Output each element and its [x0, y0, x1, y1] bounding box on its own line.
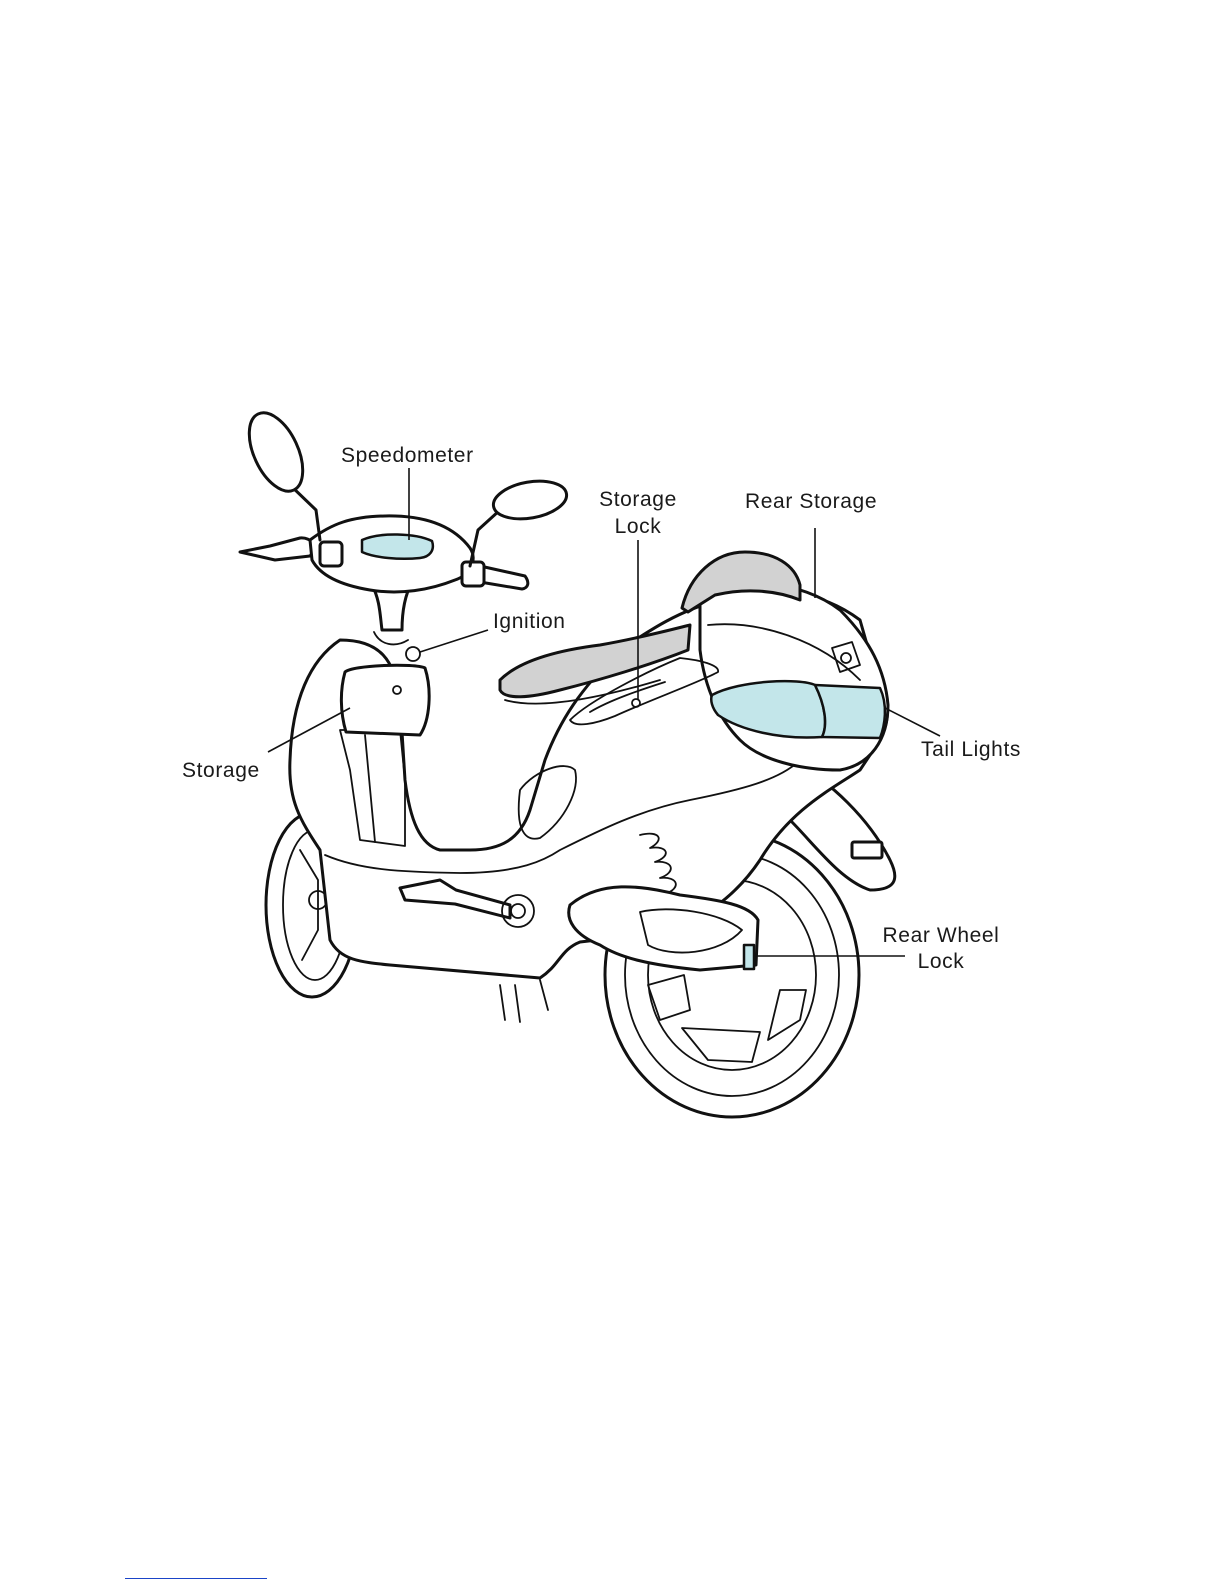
label-rear-wheel-lock-line1: Rear Wheel	[883, 924, 1000, 947]
label-tail-lights: Tail Lights	[921, 738, 1021, 761]
page-bottom-rule	[125, 1578, 267, 1579]
right-switch-pod	[462, 562, 484, 586]
handlebar-right-grip	[480, 566, 528, 589]
rear-wheel-lock	[744, 945, 754, 969]
label-rear-wheel-lock-line2: Lock	[918, 950, 965, 973]
label-ignition: Ignition	[493, 610, 566, 633]
mirror-left	[238, 405, 313, 500]
label-speedometer: Speedometer	[341, 444, 474, 467]
handlebar-left-grip	[240, 538, 314, 560]
front-storage-compartment	[341, 665, 429, 735]
ignition-switch	[406, 647, 420, 661]
speedometer-display	[362, 534, 433, 558]
label-storage-lock-line2: Lock	[615, 515, 662, 538]
ignition-leader	[420, 630, 488, 652]
mirror-right	[490, 476, 569, 524]
license-light	[852, 842, 882, 858]
label-storage: Storage	[182, 759, 260, 782]
label-storage-lock-line1: Storage	[599, 488, 677, 511]
label-rear-storage: Rear Storage	[745, 490, 877, 513]
left-switch-pod	[320, 542, 342, 566]
mirror-left-stem	[290, 485, 320, 540]
kickstand	[500, 980, 548, 1022]
tail-light-right	[815, 685, 885, 738]
tail-lights-leader	[885, 708, 940, 736]
